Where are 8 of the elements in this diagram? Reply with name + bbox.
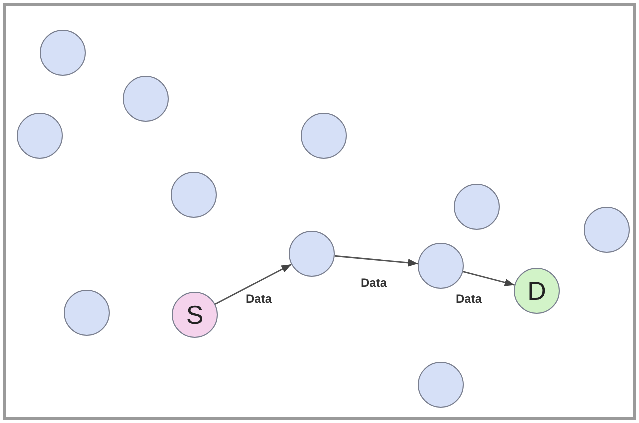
node-letter: D xyxy=(528,278,546,304)
arrow xyxy=(215,264,292,305)
edge-label: Data xyxy=(245,292,274,306)
arrow xyxy=(463,271,515,287)
edge-label: Data xyxy=(455,292,484,306)
arrow xyxy=(334,255,418,267)
node-letter: S xyxy=(186,302,204,328)
edge-label: Data xyxy=(360,276,388,290)
